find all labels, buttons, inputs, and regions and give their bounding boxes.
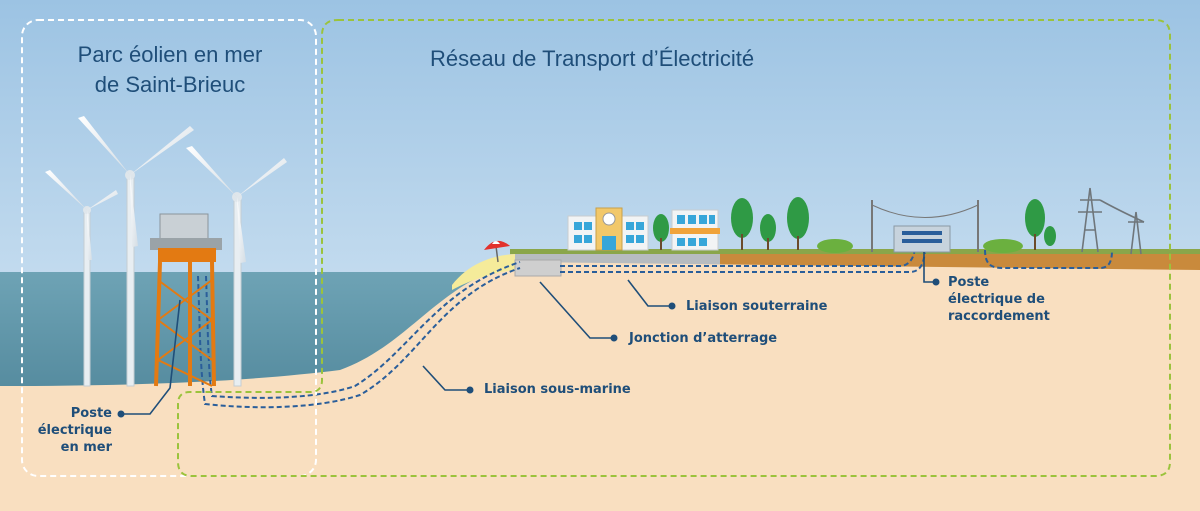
- grid-cable: [984, 249, 1113, 269]
- grass-strip: [510, 249, 1200, 254]
- dot-offshore-substation: [117, 410, 125, 418]
- offshore-park-title: Parc éolien en mer de Saint-Brieuc: [40, 40, 300, 100]
- dot-landing-junction: [610, 334, 618, 342]
- wind-turbine-icon: [78, 116, 194, 387]
- leader-underground-link: [627, 279, 670, 307]
- trees: [653, 197, 1056, 246]
- offshore-substation-label-line1: Poste: [70, 406, 112, 421]
- offshore-substation-label: Poste électrique en mer: [20, 405, 112, 456]
- leader-offshore-substation: [124, 299, 181, 415]
- leader-connection-substation: [923, 252, 935, 283]
- offshore-substation-platform: [150, 213, 222, 387]
- offshore-park-title-line2: de Saint-Brieuc: [94, 72, 246, 97]
- offshore-substation-label-line3: en mer: [60, 440, 112, 455]
- leader-subsea-link: [422, 365, 468, 391]
- connection-substation-label: Poste électrique de raccordement: [948, 274, 1068, 325]
- connection-substation-icon: [871, 200, 979, 253]
- landing-junction-label: Jonction d’atterrage: [629, 331, 778, 346]
- school-building-icon: [567, 207, 649, 251]
- beach: [452, 254, 515, 290]
- offshore-park-title-line1: Parc éolien en mer: [77, 42, 263, 67]
- beach-umbrella-icon: [484, 240, 510, 263]
- dot-connection-substation: [932, 278, 940, 286]
- wind-turbine-icon: [45, 170, 118, 387]
- offshore-park-frame: [21, 19, 317, 477]
- underground-link-label: Liaison souterraine: [686, 299, 828, 314]
- connection-substation-label-line1: Poste: [948, 275, 990, 290]
- power-pylon-icon: [1078, 187, 1145, 255]
- office-building-icon: [670, 209, 720, 251]
- dot-subsea-link: [466, 386, 474, 394]
- seabed: [0, 262, 1200, 511]
- rte-frame: [177, 19, 1171, 477]
- subsea-cable-a: [197, 267, 521, 409]
- landing-junction-box: [514, 259, 562, 277]
- bushes: [817, 239, 1023, 253]
- rte-title: Réseau de Transport d’Électricité: [430, 46, 755, 71]
- wind-turbine-icon: [186, 146, 287, 387]
- leader-landing-junction: [539, 281, 612, 339]
- dot-underground-link: [668, 302, 676, 310]
- offshore-substation-label-line2: électrique: [37, 423, 112, 438]
- subsea-link-label: Liaison sous-marine: [484, 382, 631, 397]
- connection-substation-label-line3: raccordement: [948, 309, 1050, 324]
- connection-substation-label-line2: électrique de: [948, 292, 1045, 307]
